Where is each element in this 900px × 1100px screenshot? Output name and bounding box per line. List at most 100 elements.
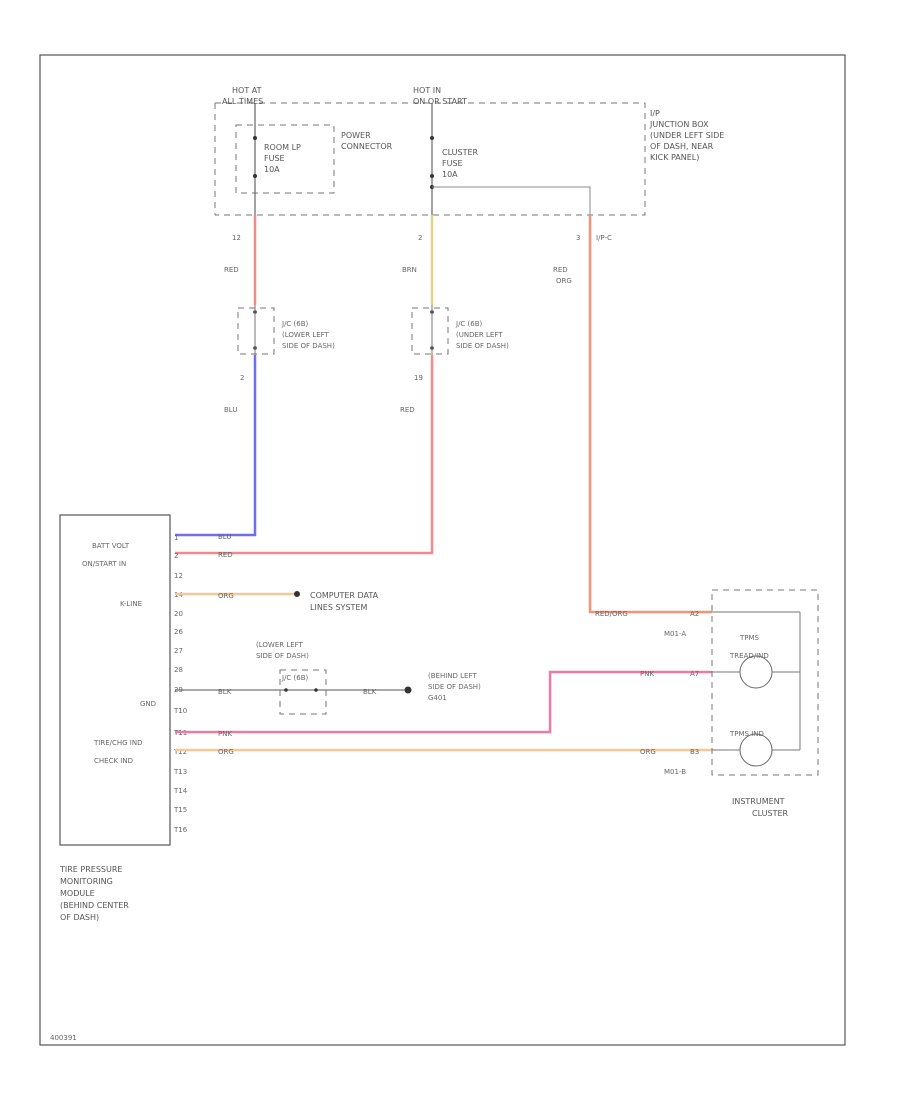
- pin-num-t16: T16: [173, 826, 188, 834]
- pin-num-28: 28: [174, 666, 183, 674]
- cluster-connector-b: M01-B: [664, 768, 686, 776]
- power-connector-label-1: POWER: [341, 131, 371, 140]
- power-connector-label-2: CONNECTOR: [341, 142, 393, 151]
- computer-data-label-2: LINES SYSTEM: [310, 603, 367, 612]
- wire-label-pnk: PNK: [218, 730, 232, 738]
- tpms-warn-lamp-icon: [739, 655, 773, 689]
- cluster-connector-a: M01-A: [664, 630, 686, 638]
- tpms-ind-lamp-icon: [739, 733, 773, 767]
- wire-label-red-org-2: ORG: [556, 277, 572, 285]
- tpms-module-box: [59, 514, 171, 846]
- tpms-ind-label: TPMS IND: [729, 730, 764, 738]
- module-pin-check: CHECK IND: [94, 757, 133, 765]
- wire-pnk: [175, 670, 712, 734]
- instrument-cluster-box: [711, 589, 819, 776]
- cluster-fuse-label-2: FUSE: [442, 159, 463, 168]
- module-pin-on-start: ON/START IN: [82, 560, 126, 568]
- wire-label-pnk-2: PNK: [640, 670, 654, 678]
- wire-blu: [175, 355, 257, 537]
- pin-12: 12: [232, 234, 241, 242]
- jc-box-2: [411, 307, 449, 355]
- jc2-label-1: J/C (6B): [455, 320, 483, 328]
- pin-num-t13: T13: [173, 768, 187, 776]
- pin-num-27: 27: [174, 647, 183, 655]
- ground-label-1: (BEHIND LEFT: [428, 672, 477, 680]
- cluster-pin-a2: A2: [690, 610, 699, 618]
- wire-red-org: [588, 215, 712, 614]
- wire-label-red: RED: [224, 266, 239, 274]
- wire-label-blk-2: BLK: [363, 688, 377, 696]
- ip-junction-box-outline: [215, 102, 646, 216]
- ground-label-2: SIDE OF DASH): [428, 683, 481, 691]
- pin-num-t15: T15: [173, 806, 187, 814]
- computer-data-label-1: COMPUTER DATA: [310, 591, 379, 600]
- pin-num-t14: T14: [173, 787, 188, 795]
- cluster-fuse-label-1: CLUSTER: [442, 148, 479, 157]
- jb-label-3: (UNDER LEFT SIDE: [650, 131, 724, 140]
- tpms-warn-label-1: TPMS: [739, 634, 760, 642]
- ground-label-3: G401: [428, 694, 447, 702]
- module-pin-k-line: K-LINE: [120, 600, 142, 608]
- footer-code: 400391: [50, 1034, 77, 1042]
- pin-num-t12: T12: [173, 748, 187, 756]
- wire-label-blu: BLU: [224, 406, 237, 414]
- gnd-jc-label-2: SIDE OF DASH): [256, 652, 309, 660]
- hot-at-label-2: ALL TIMES: [222, 97, 263, 106]
- jc1-label-2: (LOWER LEFT: [282, 331, 330, 339]
- wire-label-blk: BLK: [218, 688, 232, 696]
- wire-label-blu-short: BLU: [218, 533, 231, 541]
- diagram-frame: [39, 54, 846, 1046]
- wire-label-org-2: ORG: [218, 748, 234, 756]
- cluster-fuse-label-3: 10A: [442, 170, 458, 179]
- cluster-name-1: INSTRUMENT: [732, 797, 785, 806]
- wire-label-red-2: RED: [400, 406, 415, 414]
- gnd-jc-label-3: J/C (6B): [281, 674, 309, 682]
- wire-label-org-3: ORG: [640, 748, 656, 756]
- pin-num-t10: T10: [173, 707, 187, 715]
- wire-label-red-org-short: RED/ORG: [595, 610, 628, 618]
- jc2-label-2: (UNDER LEFT: [456, 331, 503, 339]
- pin-num-2: 2: [174, 552, 178, 560]
- pin-ip-c: I/P-C: [596, 234, 612, 242]
- hot-in-label-1: HOT IN: [413, 86, 441, 95]
- wire-label-red-short: RED: [218, 551, 233, 559]
- module-name-2: MONITORING: [60, 877, 113, 886]
- gnd-jc-box: [279, 669, 327, 715]
- pin-2: 2: [418, 234, 422, 242]
- cluster-pin-b3: B3: [690, 748, 699, 756]
- jb-label-2: JUNCTION BOX: [649, 120, 709, 129]
- jb-label-4: OF DASH, NEAR: [650, 142, 714, 151]
- cluster-name-2: CLUSTER: [752, 809, 789, 818]
- pin-3: 3: [576, 234, 580, 242]
- jb-label-5: KICK PANEL): [650, 153, 699, 162]
- pin-num-26: 26: [174, 628, 183, 636]
- room-lp-label-2: FUSE: [264, 154, 285, 163]
- room-lp-label-1: ROOM LP: [264, 143, 301, 152]
- wire-red-2: [175, 355, 434, 555]
- module-name-1: TIRE PRESSURE: [59, 865, 122, 874]
- module-pin-batt-volt: BATT VOLT: [92, 542, 130, 550]
- wire-label-org: ORG: [218, 592, 234, 600]
- jc1-label-1: J/C (6B): [281, 320, 309, 328]
- module-name-4: (BEHIND CENTER: [60, 901, 129, 910]
- jc2-pin: 19: [414, 374, 423, 382]
- module-name-3: MODULE: [60, 889, 95, 898]
- room-lp-label-3: 10A: [264, 165, 280, 174]
- jc-box-1: [237, 307, 275, 355]
- module-pin-tire-chg: TIRE/CHG IND: [93, 739, 142, 747]
- hot-at-label-1: HOT AT: [232, 86, 262, 95]
- jc1-label-3: SIDE OF DASH): [282, 342, 335, 350]
- gnd-jc-label-1: (LOWER LEFT: [256, 641, 304, 649]
- jb-label-1: I/P: [650, 109, 660, 118]
- jc1-pin: 2: [240, 374, 244, 382]
- wire-label-brn: BRN: [402, 266, 417, 274]
- module-pin-gnd: GND: [140, 700, 156, 708]
- module-name-5: OF DASH): [60, 913, 99, 922]
- jc2-label-3: SIDE OF DASH): [456, 342, 509, 350]
- pin-num-1: 1: [174, 534, 178, 542]
- wire-label-red-org-1: RED: [553, 266, 568, 274]
- cluster-fuse-branch: [432, 186, 591, 215]
- pin-num-20: 20: [174, 610, 183, 618]
- cluster-pin-a7: A7: [690, 670, 699, 678]
